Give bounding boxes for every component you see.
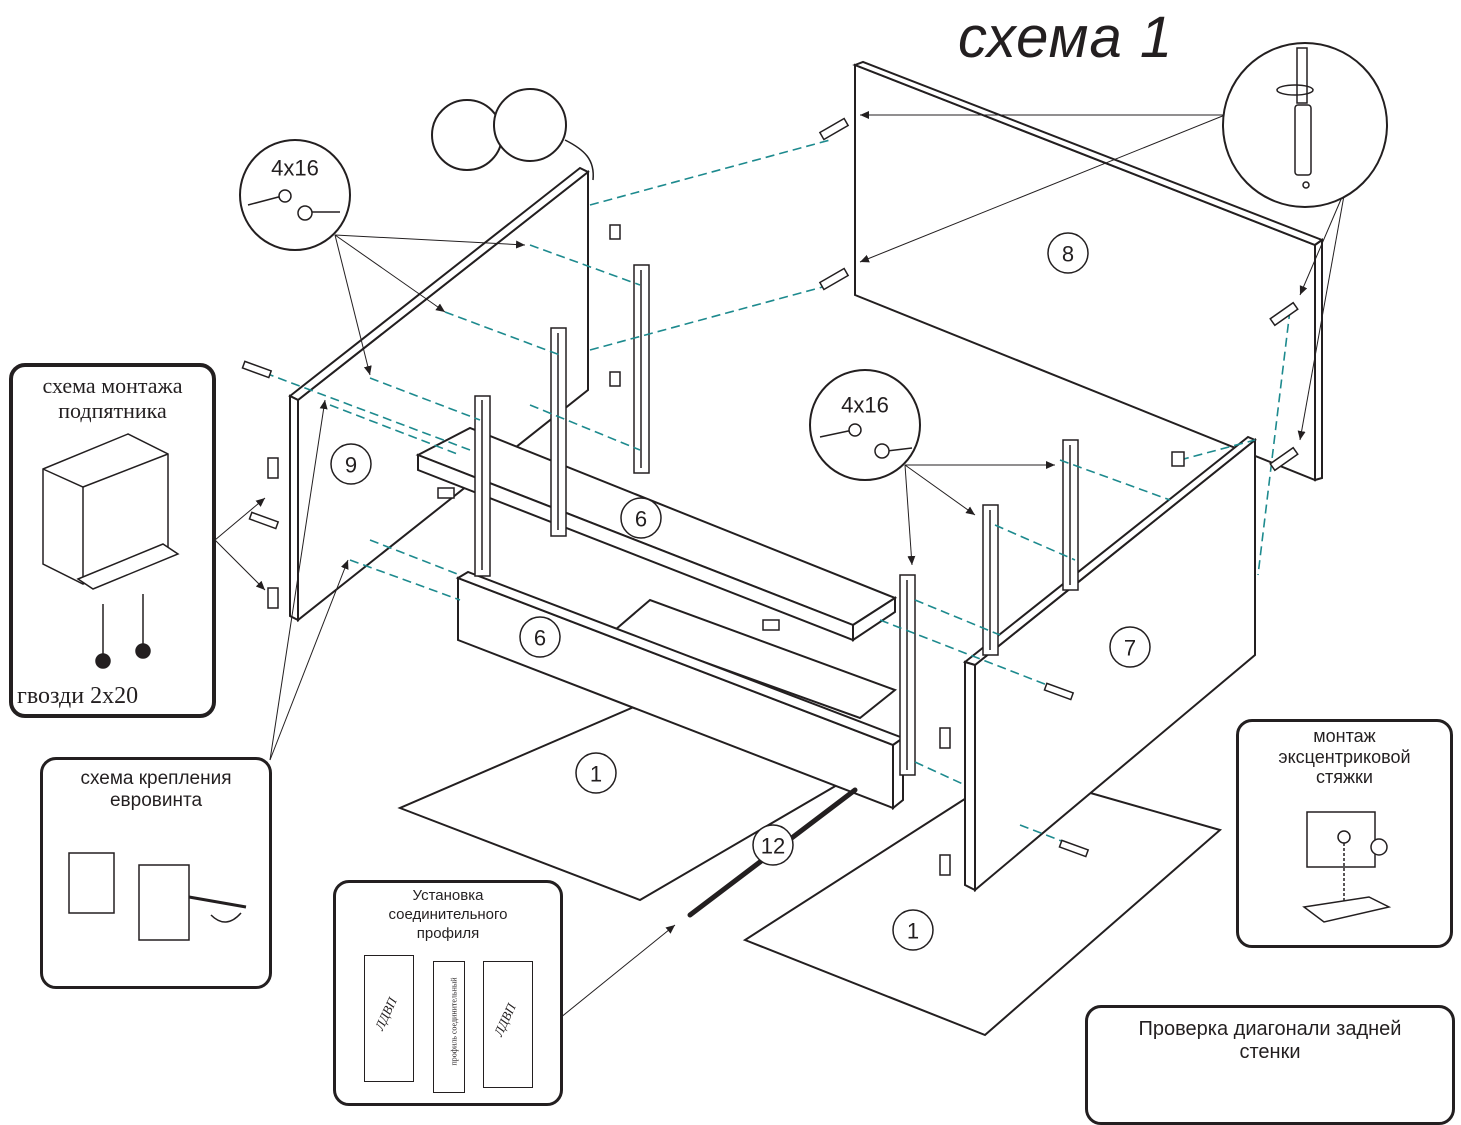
profile-install-title-line1: Установка xyxy=(412,887,484,904)
cam-detail-callout xyxy=(431,88,594,181)
cam-lock-title-line1: монтаж xyxy=(1313,726,1376,746)
diagonal-check-title-line2: стенки xyxy=(1239,1041,1301,1063)
profile-install-title-line3: профиля xyxy=(416,924,480,942)
part-number-labels: 1 1 6 6 7 8 9 12 4x16 4x16 xyxy=(271,156,1136,944)
eurobolt-title-line1: схема крепления xyxy=(80,768,232,789)
eurobolt-illustration xyxy=(68,852,247,941)
profile-panel-right: ЛДВП xyxy=(483,961,533,1088)
profile-connector: профиль соединительный xyxy=(433,961,465,1093)
cam-lock-title-line2: эксцентриковой xyxy=(1278,746,1411,767)
screwdriver-callout xyxy=(1222,42,1388,208)
glide-mount-illustration xyxy=(42,433,180,669)
screw-size-label-right: 4x16 xyxy=(841,393,889,418)
eurobolt-title-line2: евровинта xyxy=(109,789,203,811)
dashed-guide-lines xyxy=(264,139,1291,851)
floor-back-panel xyxy=(613,598,898,720)
part-marker-9 xyxy=(330,443,372,485)
profile-panel-left-label: ЛДВП xyxy=(371,995,400,1033)
glide-mount-title-line1: схема монтажа xyxy=(42,373,183,398)
side-panel-left xyxy=(288,166,590,623)
eurobolt-box: схема крепления евровинта xyxy=(40,757,272,989)
part-marker-12 xyxy=(752,824,794,866)
dowels-and-fittings xyxy=(241,117,1299,876)
bottom-panel-right xyxy=(742,768,1223,1037)
callout-arrows xyxy=(214,111,1346,1019)
diagonal-check-title-line1: Проверка диагонали задней xyxy=(1138,1018,1402,1040)
profile-panel-left: ЛДВП xyxy=(364,955,414,1082)
part-label-8: 8 xyxy=(1062,242,1074,267)
part-marker-6-lower xyxy=(519,616,561,658)
cam-lock-title-line3: стяжки xyxy=(1316,767,1373,788)
part-label-1-left: 1 xyxy=(590,762,602,787)
part-label-6-lower: 6 xyxy=(534,626,546,651)
part-label-7: 7 xyxy=(1124,636,1136,661)
screw-callout-right xyxy=(809,369,921,481)
profile-connector-label-1: профиль xyxy=(449,1036,459,1066)
part-marker-1-left xyxy=(575,752,617,794)
screw-size-label-left: 4x16 xyxy=(271,156,319,181)
glide-mount-title-line2: подпятника xyxy=(58,398,167,424)
diagonal-check-box: Проверка диагонали задней стенки xyxy=(1085,1005,1455,1125)
profile-install-title-line2: соединительного xyxy=(388,905,508,923)
part-number-markers xyxy=(330,232,1151,951)
part-label-9: 9 xyxy=(345,453,357,478)
cam-lock-box: монтаж эксцентриковой стяжки xyxy=(1236,719,1453,948)
back-panel xyxy=(852,60,1325,482)
part-marker-6-upper xyxy=(620,497,662,539)
screw-callout-left xyxy=(239,139,351,251)
part-label-12: 12 xyxy=(761,834,785,859)
glide-mount-box: схема монтажа подпятника гвозди 2x20 xyxy=(9,363,216,718)
part-marker-7 xyxy=(1109,626,1151,668)
part-label-6-upper: 6 xyxy=(635,507,647,532)
profile-connector-label-2: соединительный xyxy=(449,977,459,1035)
part-marker-1-right xyxy=(892,909,934,951)
profile-panel-right-label: ЛДВП xyxy=(490,1001,519,1039)
part-label-1-right: 1 xyxy=(907,919,919,944)
cam-lock-illustration xyxy=(1302,811,1392,923)
profile-install-box: Установка соединительного профиля ЛДВП п… xyxy=(333,880,563,1106)
glide-mount-caption: гвозди 2x20 xyxy=(17,683,139,709)
part-marker-8 xyxy=(1047,232,1089,274)
page-title: схема 1 xyxy=(958,5,1174,70)
drawer-slides xyxy=(474,264,1079,776)
